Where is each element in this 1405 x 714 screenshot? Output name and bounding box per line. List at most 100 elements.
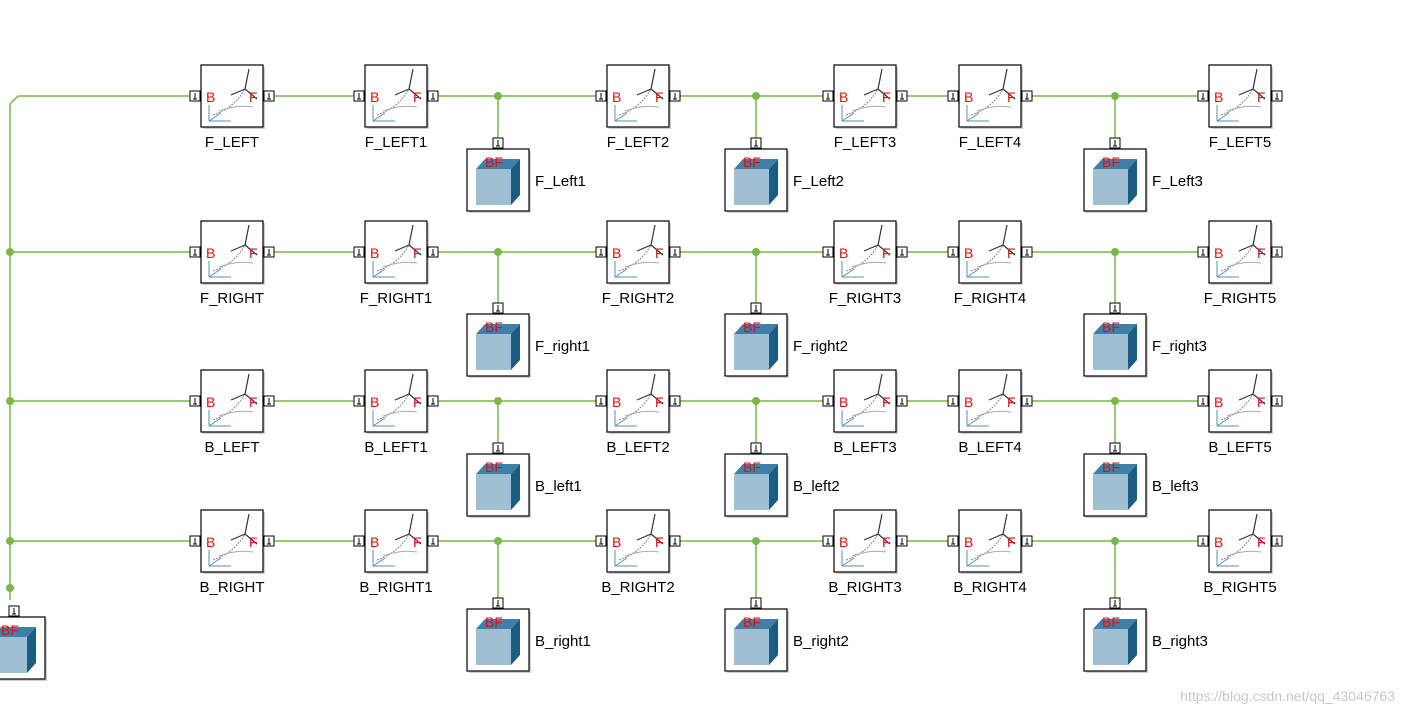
block-label: B_RIGHT3	[828, 579, 901, 596]
block-label: F_RIGHT4	[954, 290, 1027, 307]
rigid-transform-icon	[614, 224, 664, 278]
port-f-icon	[896, 395, 908, 407]
connection-line	[9, 95, 19, 105]
port-r-icon	[750, 302, 762, 314]
block-label: F_LEFT1	[365, 134, 428, 151]
base-frame-letter: B	[964, 89, 973, 105]
solid-block[interactable]: BFF_Left1	[466, 137, 586, 213]
port-r-icon	[492, 597, 504, 609]
block-label: F_right3	[1152, 338, 1207, 355]
port-r-icon	[8, 605, 20, 617]
solid-block[interactable]: BFB_left3	[1083, 442, 1199, 518]
solid-body-icon: BF	[476, 319, 520, 370]
block-label: F_right1	[535, 338, 590, 355]
reference-frame-letters: BF	[485, 319, 503, 335]
block-label: B_RIGHT	[199, 579, 264, 596]
port-f-icon	[1021, 246, 1033, 258]
block-label: F_LEFT3	[834, 134, 897, 151]
solid-block[interactable]: BFF_Left2	[724, 137, 844, 213]
reference-frame-letters: BF	[1, 622, 19, 638]
rigid-transform-icon	[372, 224, 422, 278]
solid-block[interactable]: BFB_right1	[466, 597, 591, 673]
port-f-icon	[896, 535, 908, 547]
solid-block[interactable]: BFF_right2	[724, 302, 848, 378]
follower-frame-letter: F	[249, 394, 258, 410]
solid-body-icon: BF	[1093, 459, 1137, 510]
solid-block[interactable]: BFF_Left3	[1083, 137, 1203, 213]
rigid-transform-icon	[966, 373, 1016, 427]
port-b-icon	[1197, 246, 1209, 258]
port-b-icon	[595, 395, 607, 407]
follower-frame-letter: F	[655, 394, 664, 410]
rigid-transform-icon	[614, 68, 664, 122]
base-frame-letter: B	[370, 534, 379, 550]
solid-block[interactable]: BFB_left2	[724, 442, 840, 518]
port-f-icon	[1271, 535, 1283, 547]
port-b-icon	[822, 246, 834, 258]
port-b-icon	[822, 90, 834, 102]
block-label: B_LEFT1	[364, 439, 427, 456]
rigid-transform-icon	[841, 373, 891, 427]
port-b-icon	[1197, 90, 1209, 102]
base-frame-letter: B	[370, 245, 379, 261]
solid-body-icon: BF	[0, 622, 36, 673]
port-f-icon	[1021, 395, 1033, 407]
solid-block[interactable]: BFB_left1	[466, 442, 582, 518]
follower-frame-letter: F	[413, 89, 422, 105]
rigid-transform-icon	[614, 513, 664, 567]
solid-body-icon: BF	[1093, 154, 1137, 205]
reference-frame-letters: BF	[1102, 319, 1120, 335]
reference-frame-letters: BF	[743, 459, 761, 475]
follower-frame-letter: F	[882, 394, 891, 410]
block-label: F_RIGHT	[200, 290, 264, 307]
solid-block[interactable]: BFB_right2	[724, 597, 849, 673]
rigid-transform-icon	[1216, 68, 1266, 122]
block-label: F_LEFT2	[607, 134, 670, 151]
base-frame-letter: B	[1214, 394, 1223, 410]
wire-layer	[6, 92, 1198, 603]
follower-frame-letter: F	[1007, 89, 1016, 105]
solid-block[interactable]: BF F_right1	[466, 302, 590, 378]
rigid-transform-icon	[208, 373, 258, 427]
block-label: B_right3	[1152, 633, 1208, 650]
port-f-icon	[427, 90, 439, 102]
port-f-icon	[263, 395, 275, 407]
solid-block[interactable]: BF F_right3	[1083, 302, 1207, 378]
solid-body-icon: BF	[734, 319, 778, 370]
base-frame-letter: B	[839, 534, 848, 550]
reference-frame-letters: BF	[485, 459, 503, 475]
port-f-icon	[1271, 246, 1283, 258]
base-frame-letter: B	[839, 89, 848, 105]
follower-frame-letter: F	[1257, 245, 1266, 261]
solid-block[interactable]: BF	[0, 605, 47, 681]
port-f-icon	[1271, 90, 1283, 102]
solid-block[interactable]: BFB_right3	[1083, 597, 1208, 673]
rigid-transform-icon	[966, 68, 1016, 122]
rigid-transform-icon	[208, 224, 258, 278]
